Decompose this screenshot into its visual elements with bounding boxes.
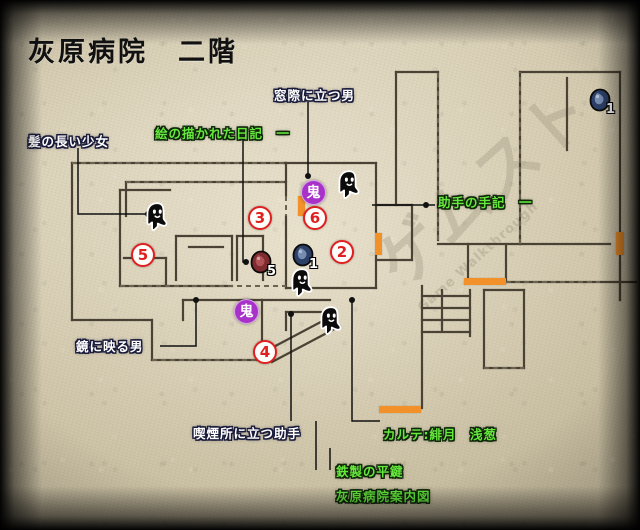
- item-blue-gem-far-icon[interactable]: 1: [588, 88, 615, 116]
- map-label-man-in-mirror: 鏡に映る男: [76, 339, 144, 354]
- number-marker[interactable]: 3: [248, 206, 272, 230]
- door-marker: [379, 406, 421, 413]
- map-label-iron-flat-key: 鉄製の平鍵: [336, 464, 404, 479]
- map-label-long-haired-girl: 髪の長い少女: [28, 134, 110, 149]
- door-marker: [616, 232, 624, 255]
- map-label-man-by-window: 窓際に立つ男: [274, 88, 356, 103]
- number-marker[interactable]: 4: [253, 340, 277, 364]
- number-marker[interactable]: 6: [303, 206, 327, 230]
- item-count: 1: [308, 257, 318, 272]
- item-red-gem-icon[interactable]: 5: [249, 250, 276, 278]
- item-count: 5: [266, 264, 276, 279]
- item-count: 1: [605, 102, 615, 117]
- map-label-medical-chart: カルテ:緋月 浅葱: [383, 427, 497, 442]
- map-label-assistant-notes: 助手の手記 一: [438, 195, 533, 210]
- door-marker: [464, 278, 506, 285]
- page-title: 灰原病院 二階: [28, 37, 238, 68]
- oni-marker[interactable]: 鬼: [301, 180, 326, 205]
- map-label-painted-diary: 絵の描かれた日記 一: [155, 126, 291, 141]
- ghost-long-haired-girl-icon[interactable]: [144, 202, 170, 232]
- oni-marker[interactable]: 鬼: [234, 299, 259, 324]
- map-label-hospital-map: 灰原病院案内図: [336, 489, 431, 504]
- ghost-man-by-window-icon[interactable]: [336, 170, 362, 200]
- item-blue-gem-room-icon[interactable]: 1: [291, 243, 318, 271]
- ghost-man-in-mirror-icon[interactable]: [289, 268, 315, 298]
- ghost-assistant-icon[interactable]: [318, 306, 344, 336]
- door-marker: [375, 233, 382, 255]
- map-label-assistant-smoking: 喫煙所に立つ助手: [193, 426, 302, 441]
- number-marker[interactable]: 2: [330, 240, 354, 264]
- number-marker[interactable]: 5: [131, 243, 155, 267]
